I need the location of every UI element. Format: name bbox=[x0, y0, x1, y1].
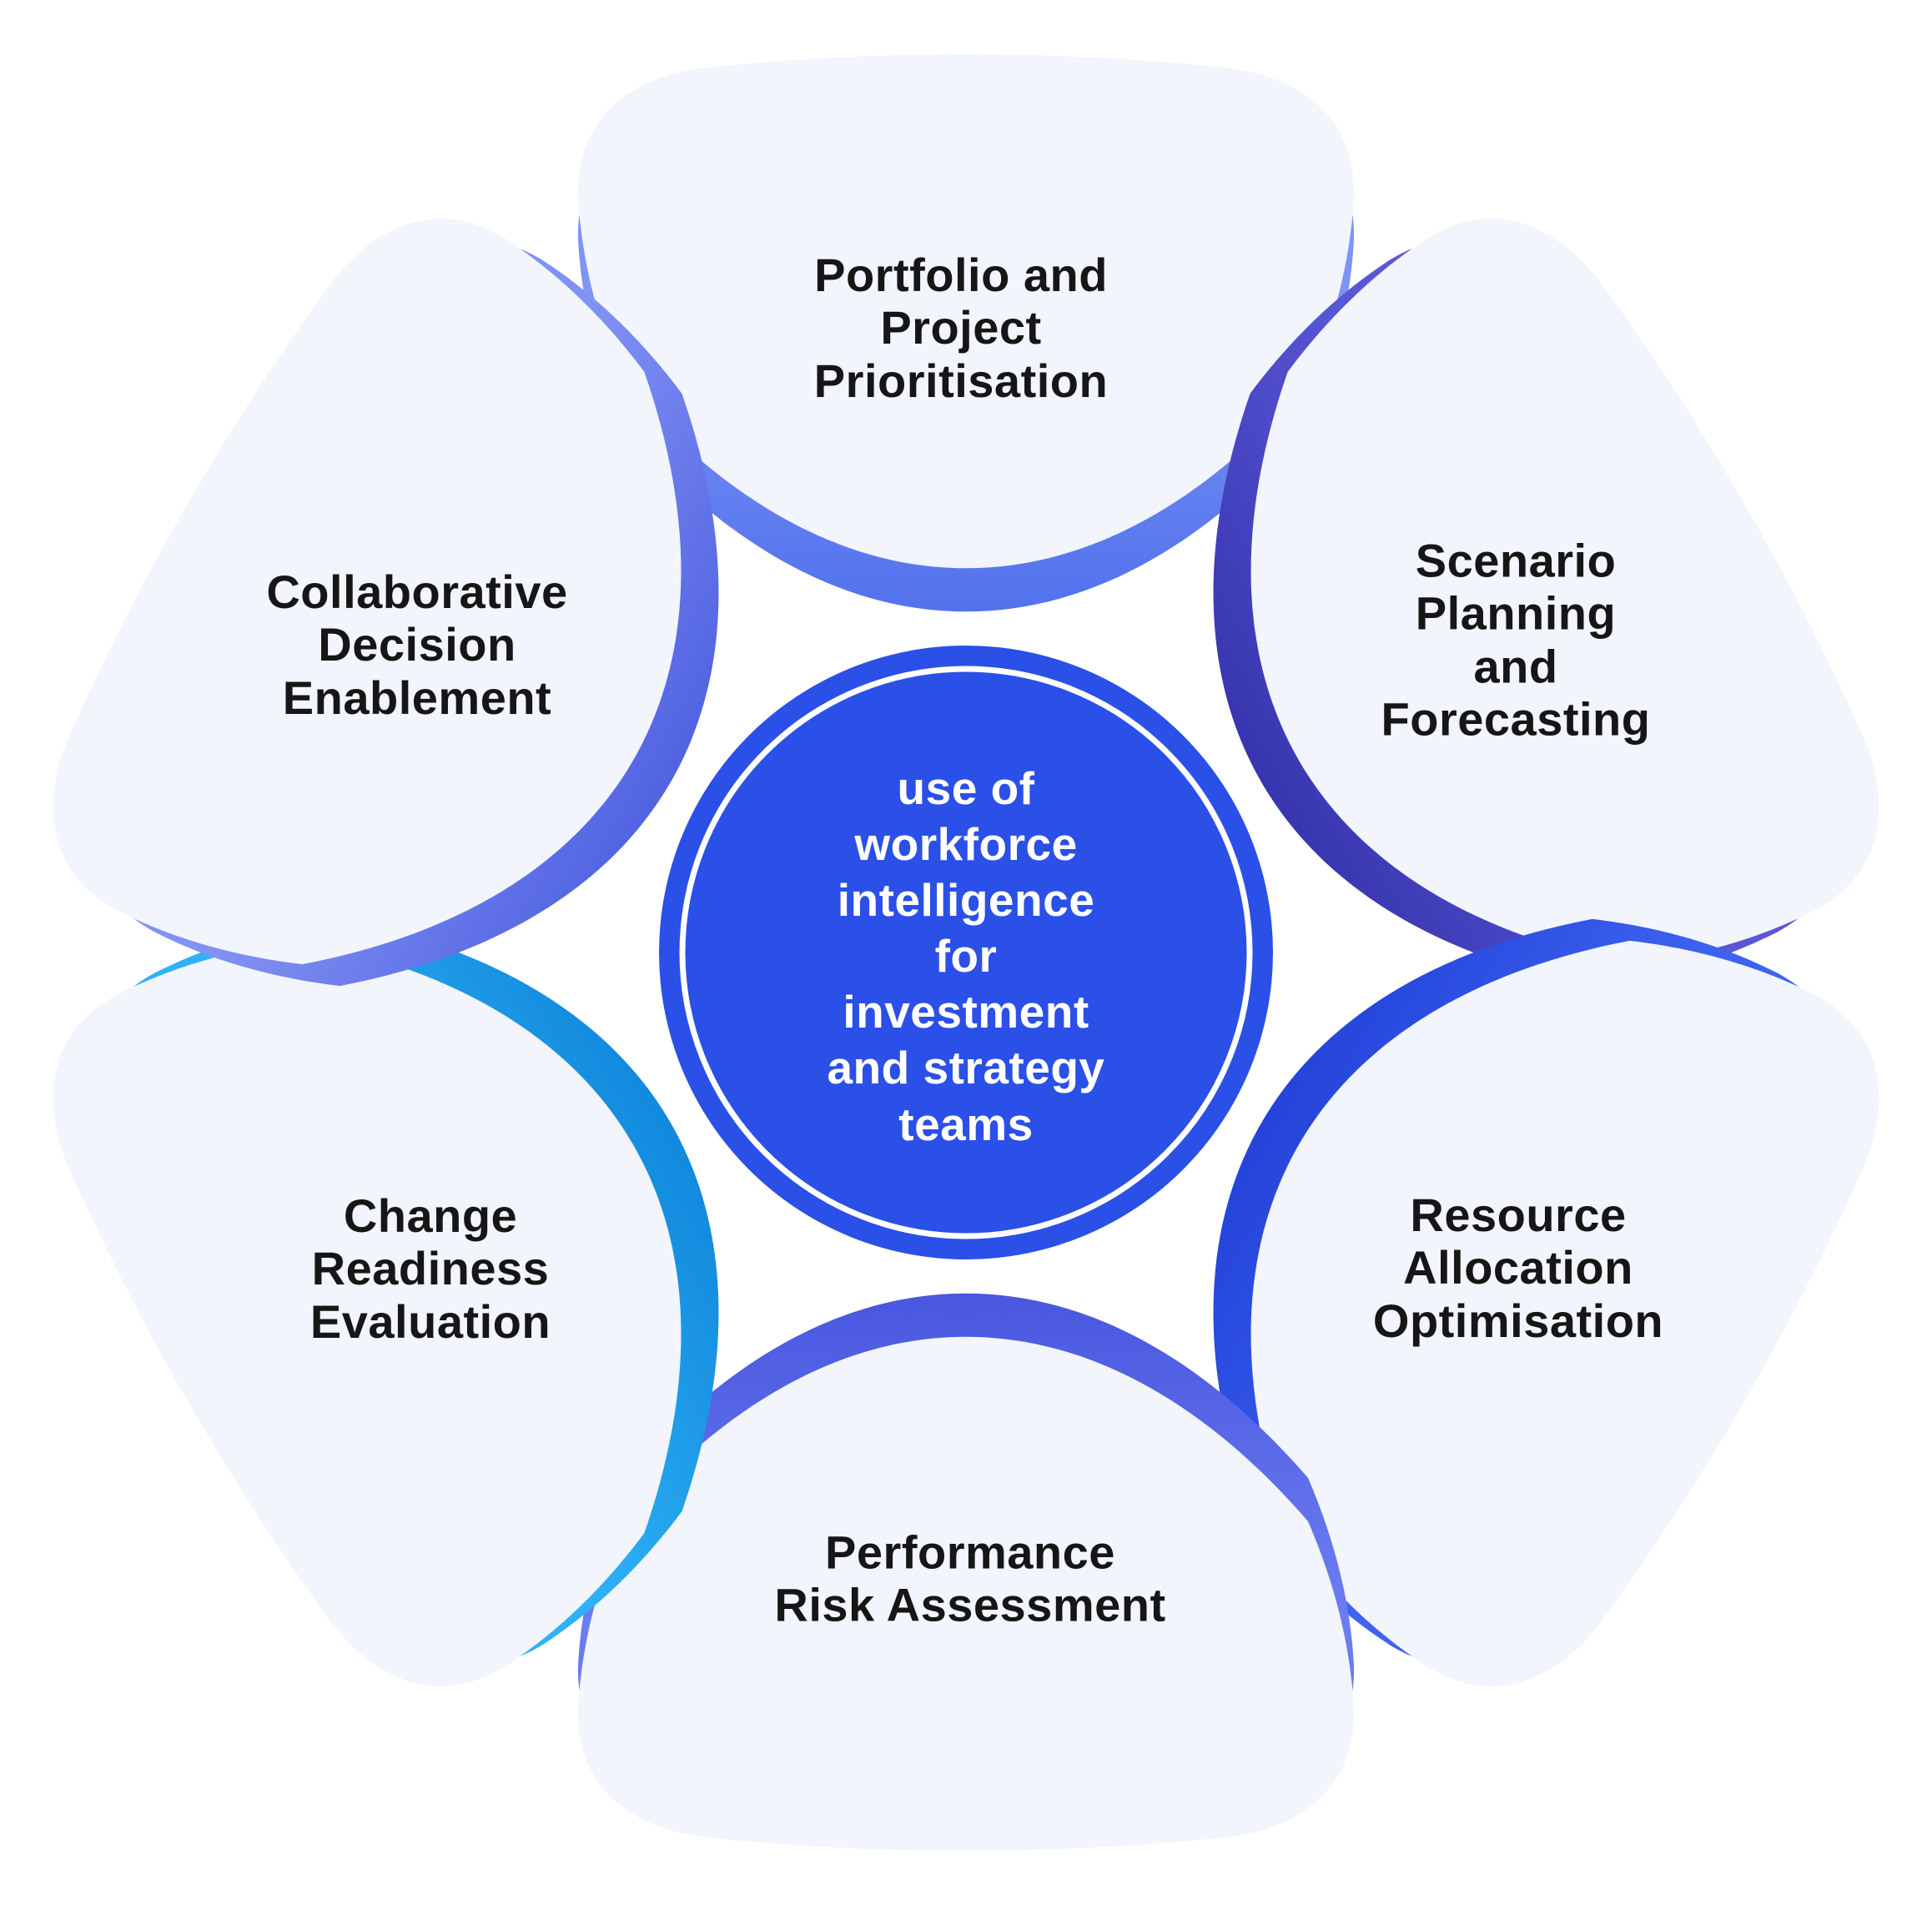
sector-label-change: Change Readiness Evaluation bbox=[309, 1189, 551, 1348]
center-circle bbox=[659, 646, 1273, 1259]
sector-label-portfolio: Portfolio and Project Prioritisation bbox=[813, 249, 1109, 407]
center-circle-ring bbox=[679, 666, 1253, 1239]
sector-label-performance: Performance Risk Assessment bbox=[774, 1526, 1166, 1631]
center-title: use of workforce intelligence for invest… bbox=[827, 762, 1105, 1150]
sector-label-collaborative: Collaborative Decision Enablement bbox=[266, 565, 568, 724]
sector-label-resource: Resource Allocation Optimisation bbox=[1372, 1189, 1664, 1347]
sector-label-scenario: Scenario Planning and Forecasting bbox=[1381, 534, 1651, 746]
